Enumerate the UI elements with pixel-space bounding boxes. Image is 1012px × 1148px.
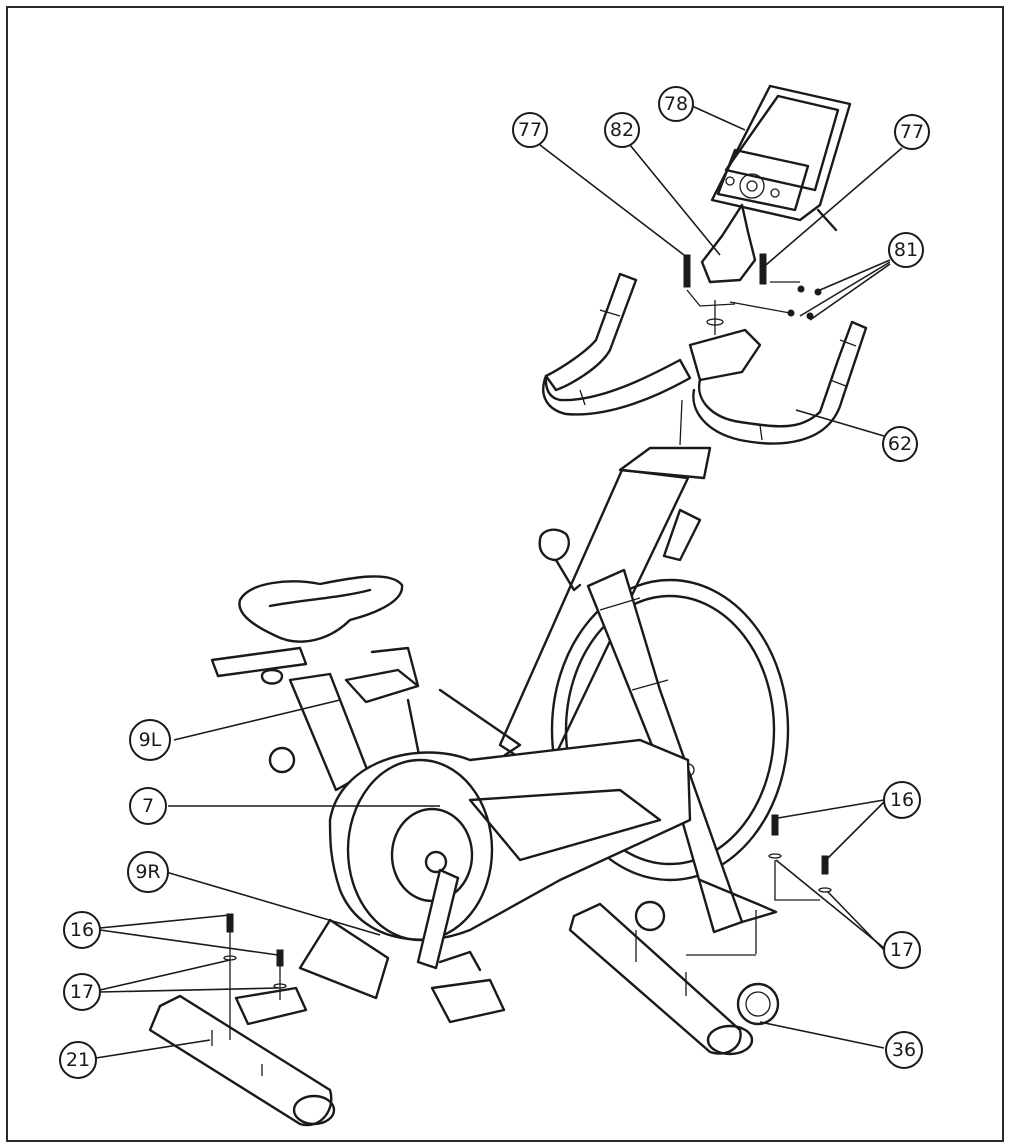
callout-16-left: 16: [63, 911, 101, 949]
callout-label: 9L: [139, 729, 162, 751]
front-stabilizer-part: [568, 814, 832, 1056]
callout-7: 7: [129, 787, 167, 825]
callout-label: 62: [888, 433, 912, 455]
callout-9L: 9L: [129, 719, 171, 761]
callout-label: 21: [66, 1049, 90, 1071]
callout-label: 7: [142, 795, 154, 817]
chainguard-part: [328, 738, 692, 1024]
callout-81: 81: [888, 232, 924, 268]
callout-label: 17: [890, 939, 914, 961]
leader-lines: [95, 105, 903, 1059]
callout-label: 77: [518, 119, 542, 141]
callout-label: 17: [70, 981, 94, 1003]
callout-17-right: 17: [883, 931, 921, 969]
handlebar-part: [542, 272, 868, 446]
callout-78: 78: [658, 86, 694, 122]
callout-17-left: 17: [63, 973, 101, 1011]
callout-label: 82: [610, 119, 634, 141]
callout-16-right: 16: [883, 781, 921, 819]
callout-label: 16: [890, 789, 914, 811]
callout-label: 36: [892, 1039, 916, 1061]
callout-77-right: 77: [894, 114, 930, 150]
callout-62: 62: [882, 426, 918, 462]
console-bolts: [683, 253, 822, 335]
callout-label: 9R: [135, 861, 160, 883]
callout-9R: 9R: [127, 851, 169, 893]
console-part: [700, 84, 852, 284]
callout-82: 82: [604, 112, 640, 148]
callout-label: 78: [664, 93, 688, 115]
callout-label: 16: [70, 919, 94, 941]
callout-label: 81: [894, 239, 918, 261]
callout-36: 36: [885, 1031, 923, 1069]
diagram-frame: [6, 6, 1004, 1142]
seat-part: [210, 575, 422, 792]
rear-stabilizer-part: [148, 913, 390, 1127]
callout-77-left: 77: [512, 112, 548, 148]
callout-label: 77: [900, 121, 924, 143]
callout-21: 21: [59, 1041, 97, 1079]
